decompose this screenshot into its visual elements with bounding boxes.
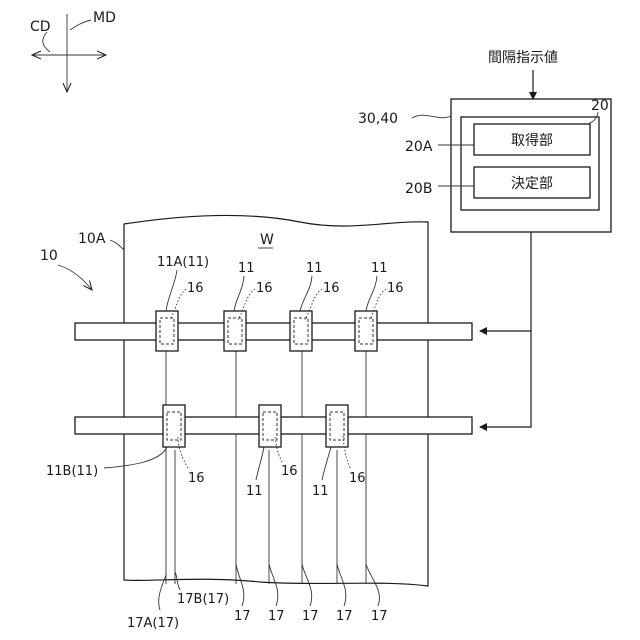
label-11b: 11B(11) [46, 464, 98, 479]
direction-indicator: CD MD [30, 10, 116, 92]
label-17a: 17A(17) [127, 616, 179, 631]
leader-17 [236, 564, 244, 606]
leader-17 [366, 564, 379, 606]
label-17: 17 [268, 609, 285, 624]
slit-lines [166, 350, 366, 584]
label-17: 17 [371, 609, 388, 624]
unit-a-ref-label: 20A [405, 139, 433, 155]
device-ref-arrow [58, 265, 92, 290]
label-11: 11 [238, 261, 255, 276]
leader-17 [302, 564, 312, 606]
sheet-ref-leader [110, 240, 124, 250]
label-11: 11 [312, 484, 329, 499]
label-16: 16 [387, 281, 404, 296]
controller-ref-label: 30,40 [358, 111, 398, 127]
label-17: 17 [234, 609, 251, 624]
blade-holder [355, 311, 377, 351]
label-11: 11 [306, 261, 323, 276]
lower-labels: 11B(11) 16 11 16 11 16 [46, 436, 366, 499]
sheet: W 10A 10 [40, 215, 428, 586]
inner-box-ref-label: 20 [591, 98, 609, 114]
label-16: 16 [187, 281, 204, 296]
upper-labels: 11A(11) 16 11 16 11 16 11 16 [157, 255, 404, 320]
label-17b: 17B(17) [177, 592, 229, 607]
label-16: 16 [188, 471, 205, 486]
controller: 間隔指示値 取得部 決定部 30,40 20 20A 20B [358, 50, 611, 427]
blade-holder [224, 311, 246, 351]
sheet-ref-label: 10A [78, 231, 106, 247]
cd-label: CD [30, 19, 51, 35]
label-11: 11 [371, 261, 388, 276]
leader-11b [104, 447, 167, 468]
upper-rail [75, 323, 472, 340]
blade-holder [259, 405, 281, 447]
cd-leader [43, 32, 50, 52]
web-label: W [260, 232, 274, 248]
leader-11 [322, 447, 331, 480]
blade-holder [290, 311, 312, 351]
label-16: 16 [281, 464, 298, 479]
controller-ref-leader [412, 115, 451, 118]
leader-11 [366, 276, 377, 311]
leader-17b [175, 572, 180, 590]
device-ref-label: 10 [40, 248, 58, 264]
acquisition-unit-label: 取得部 [511, 132, 553, 149]
unit-b-ref-label: 20B [405, 181, 432, 197]
label-11: 11 [246, 484, 263, 499]
label-11a: 11A(11) [157, 255, 209, 270]
md-leader [70, 20, 91, 30]
label-16: 16 [256, 281, 273, 296]
leader-11a [166, 270, 177, 311]
determination-unit-label: 決定部 [511, 176, 553, 192]
leader-17 [269, 564, 278, 606]
signal-line-lower [480, 331, 531, 427]
leader-11 [234, 276, 244, 311]
blade-holder [156, 311, 178, 351]
blade-holder [326, 405, 348, 447]
md-label: MD [93, 10, 116, 26]
label-17: 17 [336, 609, 353, 624]
label-16: 16 [349, 471, 366, 486]
leader-17 [337, 564, 346, 606]
signal-line-upper [480, 232, 531, 331]
label-17: 17 [302, 609, 319, 624]
label-16: 16 [323, 281, 340, 296]
blade-holder [163, 405, 185, 447]
leader-11 [300, 276, 312, 311]
interval-value-label: 間隔指示値 [488, 50, 558, 66]
leader-11 [256, 447, 264, 480]
